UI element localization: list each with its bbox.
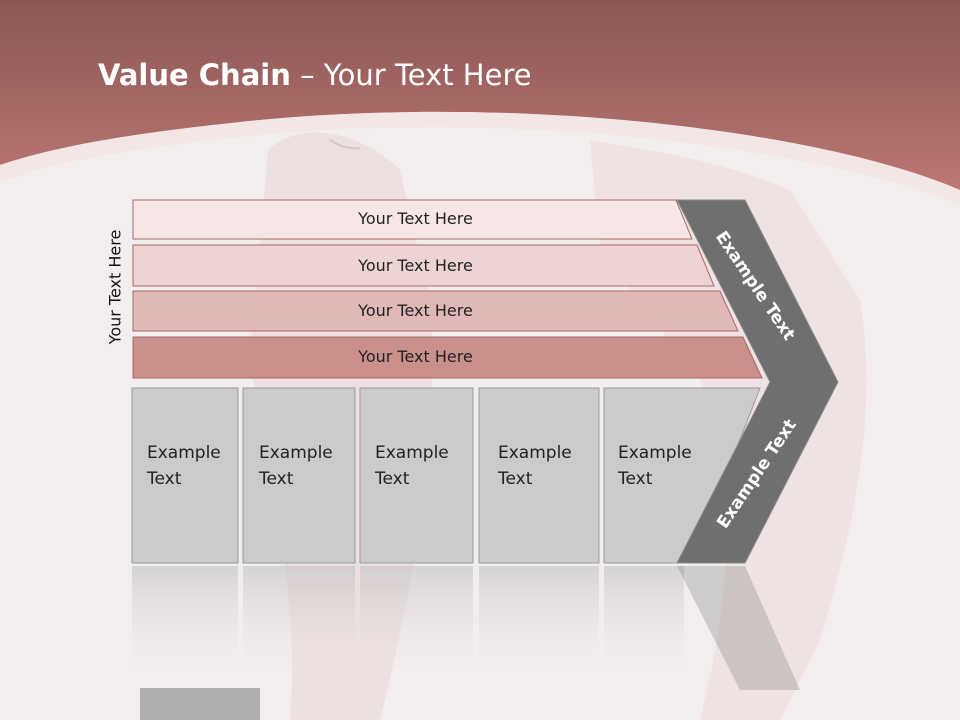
box-1-shape: [131, 387, 239, 564]
bar-3-shape: [132, 290, 739, 332]
reflection: [132, 566, 800, 690]
box-2-line2: Text: [259, 469, 294, 489]
box-4-label: Example Text: [498, 440, 572, 492]
box-5-line1: Example: [618, 443, 692, 463]
box-3-line1: Example: [375, 443, 449, 463]
bar-3-label: Your Text Here: [358, 301, 473, 320]
side-label-text: Your Text Here: [105, 229, 125, 345]
title-bold: Value Chain: [98, 58, 291, 92]
bar-2-label: Your Text Here: [358, 256, 473, 275]
header-wave-highlight: [0, 111, 960, 205]
box-3-line2: Text: [375, 469, 410, 489]
header-band: [0, 0, 960, 190]
bar-1-label: Your Text Here: [358, 209, 473, 228]
chevron-shape: [676, 199, 839, 564]
title-rest: – Your Text Here: [290, 58, 532, 92]
box-2-label: Example Text: [259, 440, 333, 492]
box-4-shape: [478, 387, 600, 564]
box-2-line1: Example: [259, 443, 333, 463]
box-4-line1: Example: [498, 443, 572, 463]
box-4-line2: Text: [498, 469, 533, 489]
bar-2-shape: [132, 244, 715, 287]
box-5-line2: Text: [618, 469, 653, 489]
box-3-shape: [359, 387, 474, 564]
box-3-label: Example Text: [375, 440, 449, 492]
bar-4-shape: [132, 336, 763, 379]
box-1-label: Example Text: [147, 440, 221, 492]
box-1-line2: Text: [147, 469, 182, 489]
box-5-label: Example Text: [618, 440, 692, 492]
box-2-shape: [242, 387, 356, 564]
slide-title: Value Chain – Your Text Here: [98, 55, 532, 95]
box-1-line1: Example: [147, 443, 221, 463]
bar-4-label: Your Text Here: [358, 347, 473, 366]
bar-1-shape: [132, 199, 693, 240]
